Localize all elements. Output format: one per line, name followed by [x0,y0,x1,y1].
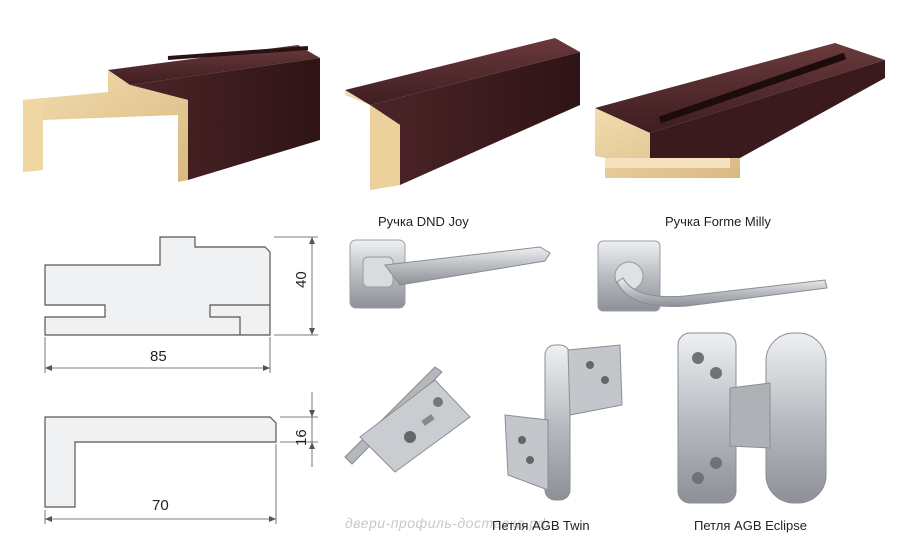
trim-height-label: 16 [293,429,310,446]
hinge-twin-caption: Петля AGB Twin [492,518,590,533]
frame-height-label: 40 [293,271,310,288]
magnetic-lock-image [344,366,471,473]
trim-strip-image [345,38,580,190]
handle-forme-caption: Ручка Forme Milly [665,214,771,229]
door-frame-beam-image [23,45,320,182]
trim-profile-drawing [44,392,318,524]
hinge-eclipse-image [677,332,827,504]
handle-forme-image [597,240,828,312]
frame-width-label: 85 [150,348,167,365]
hinge-eclipse-caption: Петля AGB Eclipse [694,518,808,533]
handle-dnd-caption: Ручка DND Joy [378,214,469,229]
door-frame-seal-image [595,43,885,178]
handle-dnd-image [349,239,551,309]
trim-width-label: 70 [152,497,169,514]
frame-profile-drawing [44,236,318,373]
hinge-twin-image [504,344,623,501]
watermark-text: двери-профиль-доставка.рф [345,515,550,531]
